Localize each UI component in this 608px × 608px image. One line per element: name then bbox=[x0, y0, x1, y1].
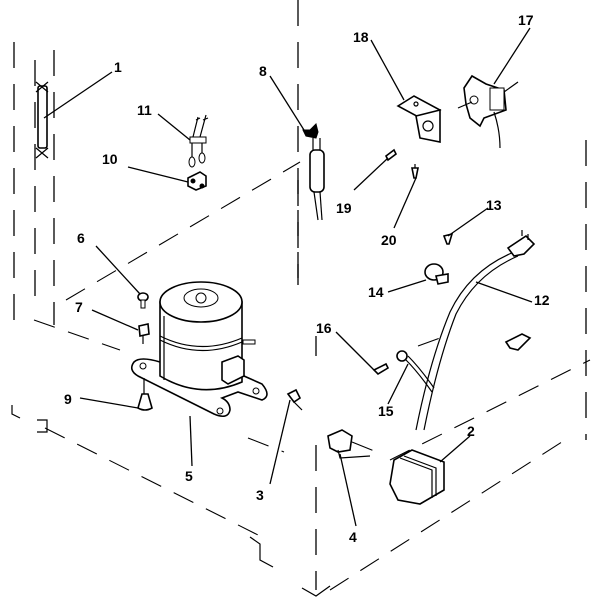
part-20-screw bbox=[411, 164, 419, 179]
part-17-thermostat bbox=[457, 74, 519, 149]
part-1-bracket-strip bbox=[35, 81, 49, 159]
callout-9: 9 bbox=[64, 391, 72, 407]
part-14-cord-clamp bbox=[424, 263, 449, 285]
callout-11: 11 bbox=[137, 102, 152, 118]
callout-18: 18 bbox=[353, 29, 369, 45]
callout-13: 13 bbox=[486, 197, 502, 213]
callout-1: 1 bbox=[114, 59, 122, 75]
part-15-ground-wire bbox=[396, 350, 435, 393]
callout-10: 10 bbox=[102, 151, 118, 167]
part-11-wire-terminals bbox=[188, 114, 209, 168]
part-16-screw bbox=[372, 362, 390, 376]
part-9-grommet bbox=[137, 378, 153, 411]
part-3-clip bbox=[286, 388, 303, 411]
leader-lines bbox=[43, 27, 533, 527]
cabinet-outline bbox=[11, 0, 591, 597]
callout-19: 19 bbox=[336, 200, 352, 216]
part-5-compressor bbox=[130, 281, 268, 418]
callout-7: 7 bbox=[75, 299, 83, 315]
callout-12: 12 bbox=[534, 292, 550, 308]
callout-2: 2 bbox=[467, 423, 475, 439]
callout-5: 5 bbox=[185, 468, 193, 484]
part-12-power-cord bbox=[415, 230, 536, 431]
part-8-capacitor bbox=[302, 123, 325, 221]
callout-8: 8 bbox=[259, 63, 267, 79]
part-6-screw bbox=[137, 292, 149, 309]
part-7-sleeve bbox=[138, 323, 150, 344]
callout-6: 6 bbox=[77, 230, 85, 246]
part-clip-right bbox=[504, 333, 532, 351]
callout-14: 14 bbox=[368, 284, 384, 300]
callout-17: 17 bbox=[518, 12, 534, 28]
part-4-overload-relay bbox=[327, 429, 371, 459]
part-10-terminal-block bbox=[187, 171, 207, 191]
callout-16: 16 bbox=[316, 320, 332, 336]
part-18-thermostat-bracket bbox=[396, 95, 442, 143]
callout-3: 3 bbox=[256, 487, 264, 503]
callout-20: 20 bbox=[381, 232, 397, 248]
callout-15: 15 bbox=[378, 403, 394, 419]
callout-4: 4 bbox=[349, 529, 357, 545]
part-2-relay-cover bbox=[389, 449, 445, 505]
